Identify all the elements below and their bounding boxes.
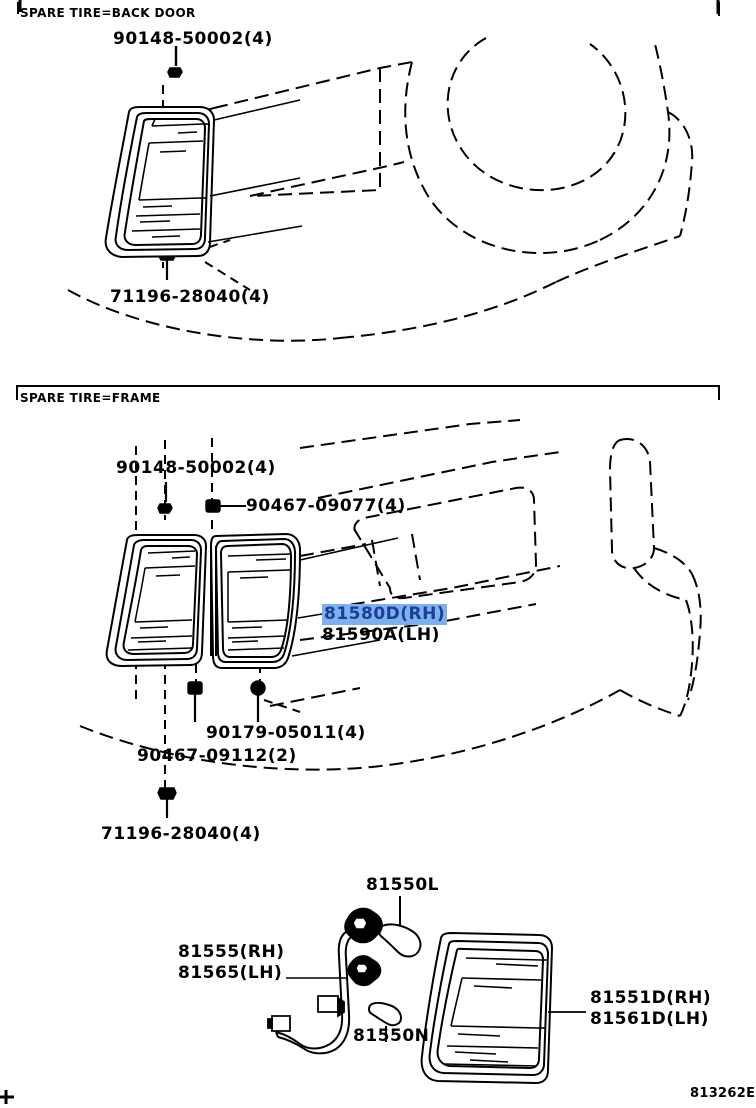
bulb-lower-icon — [368, 1001, 403, 1027]
bottom-lamp-lens-details — [443, 957, 548, 1067]
callout-81565-lh[interactable]: 81565(LH) — [178, 963, 283, 983]
callout-lens-pair: 81551D(RH) 81561D(LH) — [590, 988, 711, 1030]
callout-90148-50002-middle[interactable]: 90148-50002(4) — [116, 458, 276, 478]
section-title-frame: SPARE TIRE=FRAME — [20, 391, 161, 405]
top-leader-lines — [207, 99, 303, 243]
callout-90467-09112[interactable]: 90467-09112(2) — [137, 746, 297, 766]
callout-81555-rh[interactable]: 81555(RH) — [178, 942, 285, 962]
callout-90467-09077[interactable]: 90467-09077(4) — [246, 496, 406, 516]
callout-81590A-lh[interactable]: 81590A(LH) — [322, 625, 440, 645]
top-diagram — [67, 37, 694, 342]
top-tail-lamp — [104, 106, 216, 259]
callout-81550N[interactable]: 81550N — [353, 1026, 430, 1046]
callout-lamp-pair: 81580D(RH) 81590A(LH) — [322, 604, 448, 646]
middle-lamp-left — [105, 534, 208, 668]
callout-71196-28040-middle[interactable]: 71196-28040(4) — [101, 824, 261, 844]
middle-body-outline — [79, 419, 702, 771]
section-frame-frame — [16, 385, 720, 400]
callout-71196-28040-top[interactable]: 71196-28040(4) — [110, 287, 270, 307]
middle-lamp-left-details — [127, 550, 196, 651]
socket-cord-assembly — [267, 907, 383, 1055]
section-title-back-door: SPARE TIRE=BACK DOOR — [20, 6, 196, 20]
callout-socket-cord-pair: 81555(RH) 81565(LH) — [178, 942, 285, 984]
middle-fastener-icons — [157, 482, 266, 818]
top-bolt-icon — [167, 46, 183, 78]
section-frame-back-door — [17, 2, 720, 16]
callout-81551D-rh[interactable]: 81551D(RH) — [590, 988, 712, 1008]
diagram-corner-code: 813262E — [690, 1086, 756, 1101]
callout-81580D-rh[interactable]: 81580D(RH) — [322, 604, 448, 625]
callout-81561D-lh[interactable]: 81561D(LH) — [590, 1009, 709, 1029]
middle-diagram — [79, 419, 702, 818]
callout-81550L[interactable]: 81550L — [366, 875, 439, 895]
bottom-diagram — [267, 896, 586, 1085]
top-tail-lamp-details — [131, 118, 209, 238]
bulb-upper-icon — [378, 923, 422, 958]
callout-90179-05011[interactable]: 90179-05011(4) — [206, 723, 366, 743]
middle-lamp-right-details — [227, 553, 291, 651]
callout-90148-50002-top[interactable]: 90148-50002(4) — [113, 29, 273, 49]
middle-leader-lines — [291, 537, 399, 657]
